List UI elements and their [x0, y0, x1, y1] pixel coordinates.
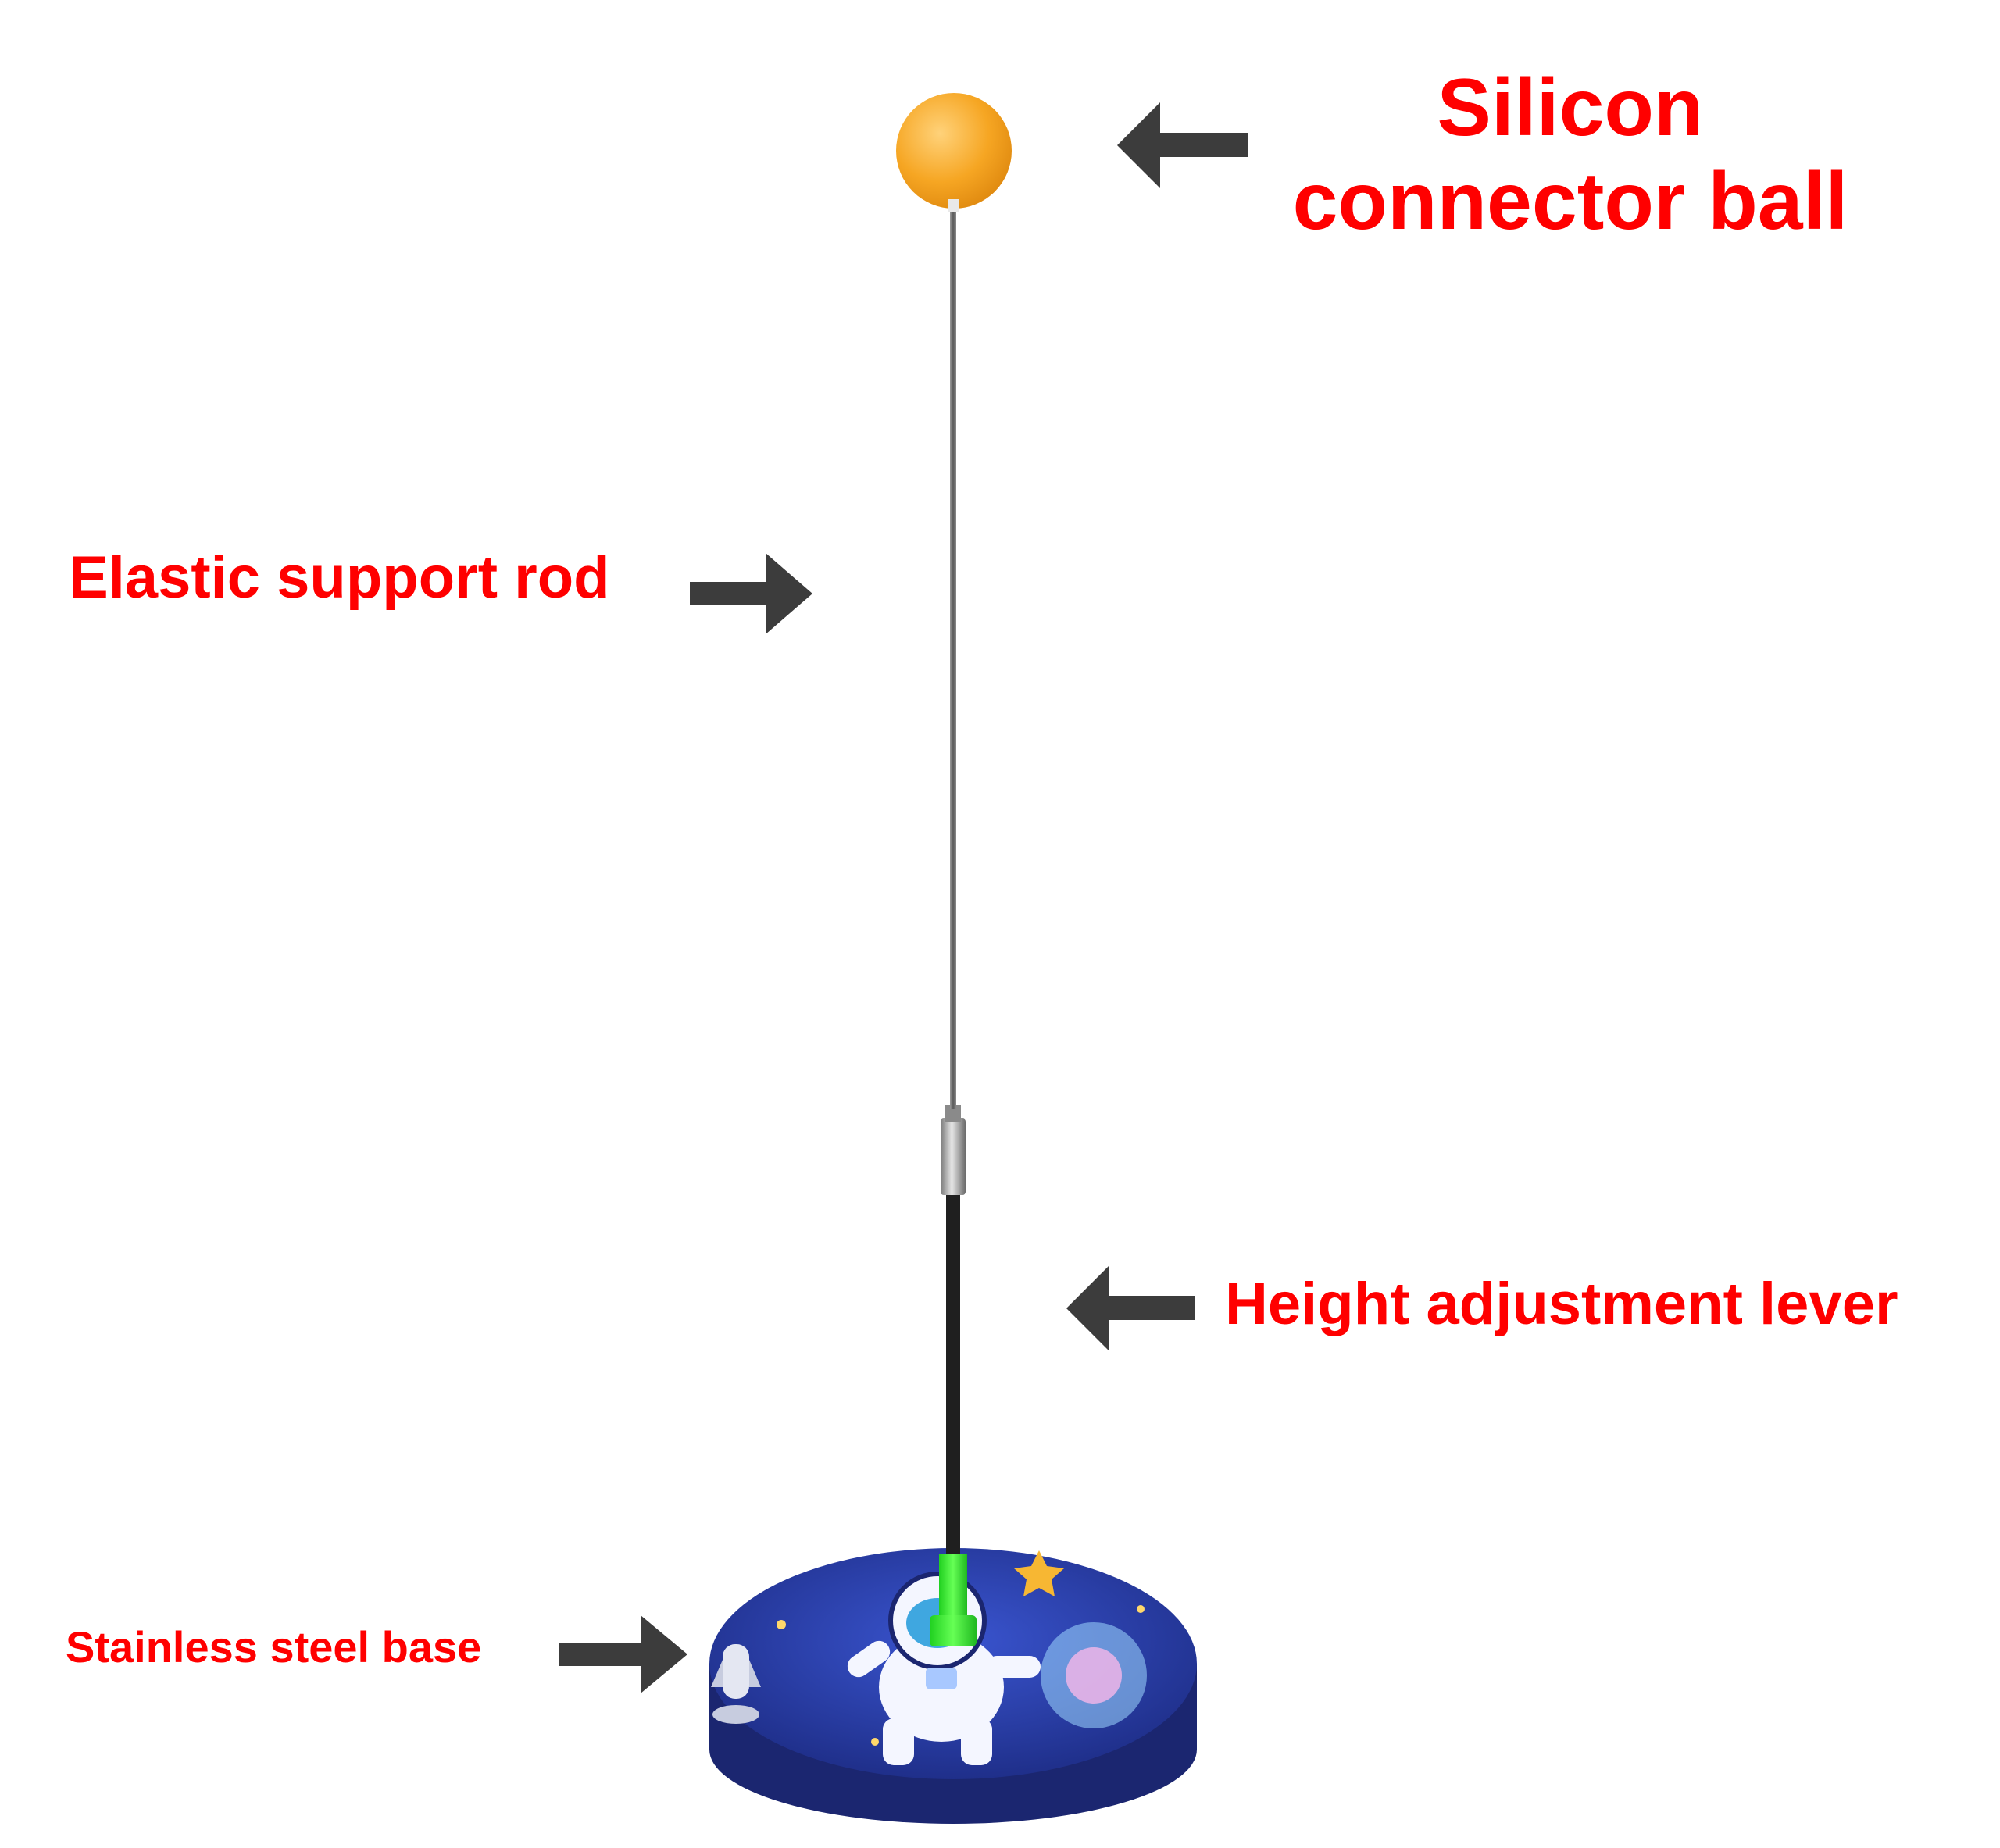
label-elastic-support-rod: Elastic support rod	[69, 544, 610, 611]
arrow-left-icon	[1066, 1265, 1195, 1351]
height-adjustment-lever	[946, 1191, 960, 1562]
green-connector	[930, 1554, 977, 1646]
elastic-support-rod	[950, 207, 956, 1109]
metal-sleeve	[941, 1118, 966, 1195]
rocket-icon	[711, 1644, 761, 1724]
arrow-right-icon	[559, 1615, 688, 1693]
label-line: Silicon	[1437, 62, 1704, 153]
label-height-adjustment-lever: Height adjustment lever	[1225, 1271, 1898, 1337]
label-line: connector ball	[1292, 156, 1848, 247]
arrow-left-icon	[1117, 102, 1248, 188]
label-silicon-connector-ball: Silicon connector ball	[1219, 61, 1922, 248]
silicon-connector-ball	[896, 93, 1012, 212]
label-stainless-steel-base: Stainless steel base	[66, 1622, 482, 1671]
arrow-right-icon	[690, 553, 812, 634]
